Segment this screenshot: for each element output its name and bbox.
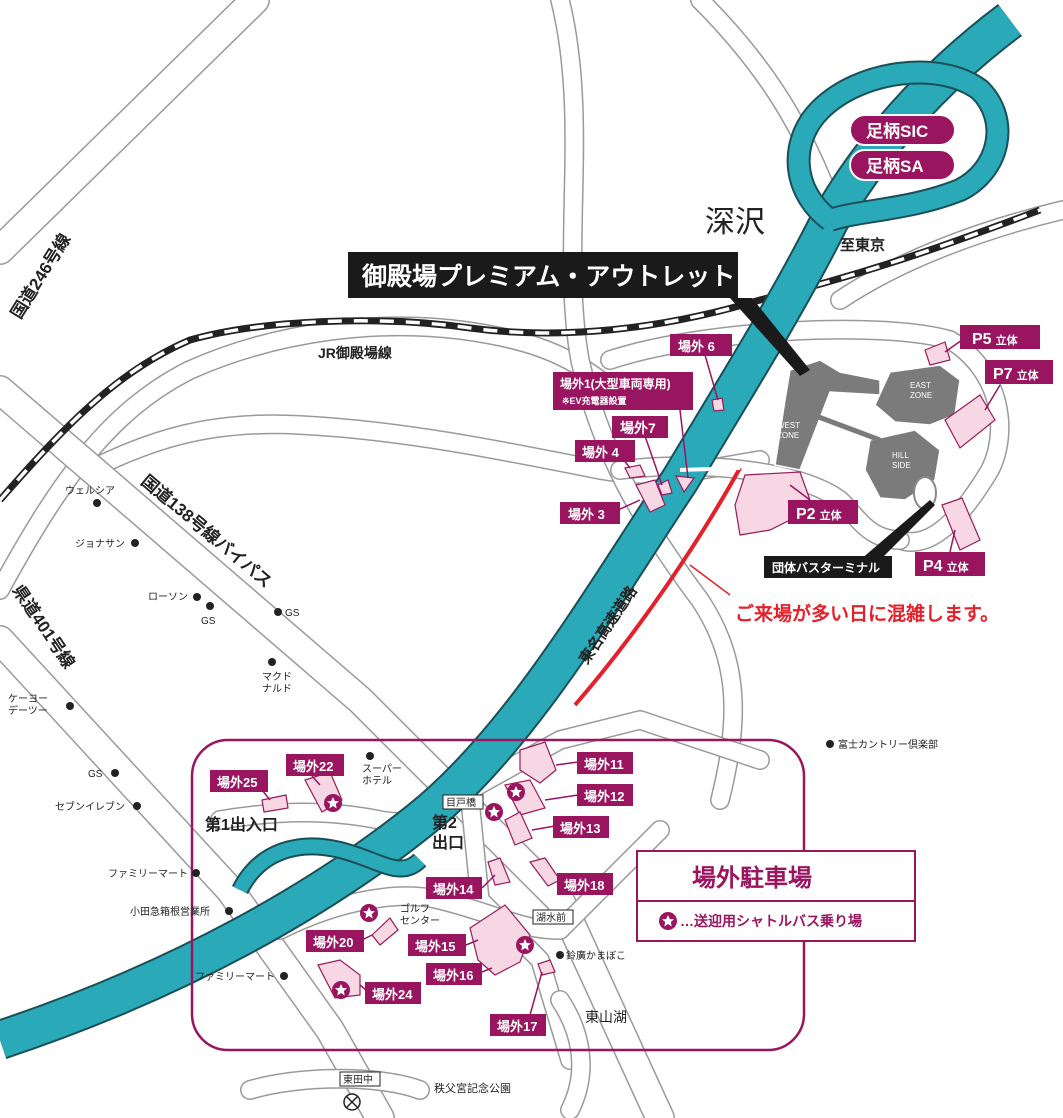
svg-text:場外 6: 場外 6 — [678, 339, 715, 354]
sa-label: 足柄SA — [866, 156, 924, 176]
lot-13 — [504, 811, 533, 846]
svg-text:場外16: 場外16 — [433, 968, 473, 983]
gs-label-3: GS — [88, 769, 103, 780]
jr-gotemba-line — [0, 206, 1042, 503]
svg-text:場外14: 場外14 — [433, 882, 474, 897]
svg-text:マクドナルド: マクドナルド — [262, 671, 292, 695]
exit-2-label-2: 出口 — [432, 833, 464, 852]
legend-shuttle: …送迎用シャトルバス乗り場 — [680, 913, 862, 929]
svg-text:ケーヨーデーツー: ケーヨーデーツー — [8, 693, 48, 717]
svg-text:場外24: 場外24 — [372, 987, 413, 1002]
bus-terminal: 団体バスターミナル — [764, 500, 935, 578]
lot-p7 — [944, 394, 996, 449]
congestion-segment — [573, 467, 742, 707]
sic-label: 足柄SIC — [866, 121, 928, 141]
svg-text:小田急箱根営業所: 小田急箱根営業所 — [130, 905, 210, 918]
landmarks: ウェルシア ジョナサン ローソン GS GS マクドナルド ケーヨーデーツー G… — [8, 485, 938, 1111]
svg-text:ジョナサン: ジョナサン — [75, 538, 125, 550]
rail-label: JR御殿場線 — [318, 345, 392, 361]
page-title: 御殿場プレミアム・アウトレット — [361, 262, 735, 291]
svg-text:秩父宮記念公園: 秩父宮記念公園 — [434, 1081, 511, 1095]
svg-text:場外12: 場外12 — [584, 789, 624, 804]
shuttle-star-icon — [485, 803, 503, 821]
svg-text:鈴廣かまぼこ: 鈴廣かまぼこ — [566, 949, 626, 962]
svg-text:東田中: 東田中 — [343, 1073, 373, 1086]
shuttle-star-icon — [516, 936, 534, 954]
svg-text:目戸橋: 目戸橋 — [446, 796, 476, 809]
shuttle-star-icon — [507, 783, 525, 801]
west-zone — [774, 359, 881, 471]
svg-text:場外20: 場外20 — [313, 935, 353, 950]
legend-title: 場外駐車場 — [692, 864, 812, 892]
gs-label-1: GS — [201, 616, 216, 627]
bus-terminal-label: 団体バスターミナル — [772, 560, 880, 575]
interchange-badges: 足柄SIC 足柄SA — [849, 114, 956, 181]
svg-text:場外22: 場外22 — [293, 759, 333, 774]
svg-text:スーパーホテル: スーパーホテル — [362, 763, 402, 787]
svg-text:ゴルフセンター: ゴルフセンター — [400, 902, 440, 927]
svg-text:場外18: 場外18 — [564, 878, 604, 893]
gs-label-2: GS — [285, 608, 300, 619]
svg-text:東山湖: 東山湖 — [585, 1009, 627, 1025]
east-zone — [874, 364, 961, 426]
familymart-label-2: ファミリーマート — [195, 972, 275, 983]
lot-1 — [674, 475, 696, 494]
svg-text:ウェルシア: ウェルシア — [65, 485, 115, 497]
shuttle-star-icon — [324, 794, 342, 812]
svg-text:場外 4: 場外 4 — [582, 445, 620, 460]
police-box-icon — [343, 1093, 361, 1111]
exit-2-label-1: 第2 — [432, 813, 457, 832]
direction-label: 至東京 — [840, 236, 885, 254]
lot-20 — [371, 917, 399, 946]
svg-text:※EV充電器設置: ※EV充電器設置 — [562, 395, 627, 406]
svg-text:場外25: 場外25 — [217, 775, 257, 790]
shuttle-star-icon — [659, 912, 677, 930]
svg-text:ローソン: ローソン — [148, 592, 188, 603]
lot-3 — [635, 479, 666, 513]
offsite-tags-lower: 場外11 場外12 場外13 場外18 場外14 場外15 場外16 場外17 … — [210, 752, 633, 1036]
svg-text:場外 3: 場外 3 — [568, 507, 605, 522]
lot-11 — [519, 741, 557, 784]
lot-6 — [711, 397, 725, 412]
title-banner: 御殿場プレミアム・アウトレット — [348, 252, 810, 376]
svg-text:場外11: 場外11 — [584, 757, 624, 772]
svg-text:場外17: 場外17 — [497, 1019, 537, 1034]
svg-text:場外13: 場外13 — [560, 821, 600, 836]
shuttle-star-icon — [360, 904, 378, 922]
svg-text:富士カントリー倶楽部: 富士カントリー倶楽部 — [838, 738, 938, 751]
svg-text:場外15: 場外15 — [415, 939, 455, 954]
lot-15 — [469, 904, 531, 976]
lot-17 — [537, 959, 556, 976]
offsite-tags-upper: 場外 6 場外1(大型車両専用) ※EV充電器設置 場外7 場外 4 場外 3 — [553, 334, 732, 524]
entrance-1-label: 第1出入口 — [205, 815, 278, 834]
legend: 場外駐車場 …送迎用シャトルバス乗り場 — [636, 850, 916, 942]
shuttle-stops — [324, 783, 534, 999]
lot-p5 — [924, 341, 951, 366]
lot-p2 — [734, 471, 811, 536]
lot-4 — [624, 464, 646, 479]
svg-text:セブンイレブン: セブンイレブン — [55, 800, 125, 813]
svg-text:場外7: 場外7 — [620, 420, 656, 436]
svg-text:場外1(大型車両専用): 場外1(大型車両専用) — [560, 376, 671, 391]
congestion-note: ご来場が多い日に混雑します。 — [735, 602, 999, 625]
familymart-label-1: ファミリーマート — [108, 869, 188, 880]
area-label: 深沢 — [705, 206, 765, 239]
svg-text:湖水前: 湖水前 — [536, 911, 566, 924]
shuttle-star-icon — [332, 981, 350, 999]
